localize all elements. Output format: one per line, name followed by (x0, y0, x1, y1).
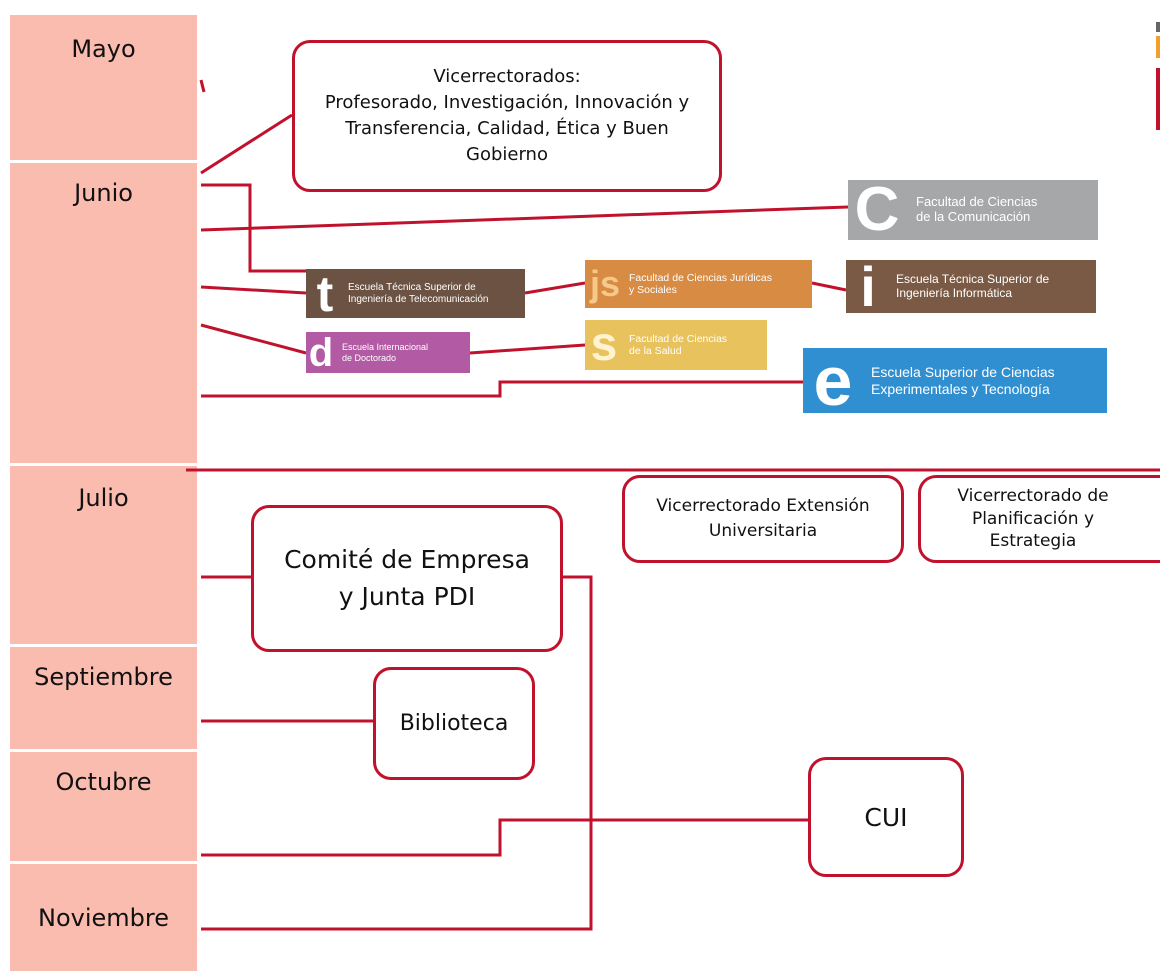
connector-mayo-mark (199, 79, 206, 93)
logo-salud-letter: s (590, 320, 618, 370)
connector-comunicacion (200, 205, 849, 232)
logo-experimentales: e Escuela Superior de Ciencias Experimen… (803, 348, 1107, 413)
connector-cui (201, 818, 808, 857)
month-label-mayo: Mayo (71, 35, 136, 63)
month-block-septiembre: Septiembre (10, 647, 197, 749)
logo-doctorado-text: Escuela Internacional de Doctorado (342, 342, 429, 363)
month-block-noviembre: Noviembre (10, 864, 197, 971)
logo-comunicacion-text: Facultad de Ciencias de la Comunicación (916, 194, 1038, 224)
cui-box: CUI (808, 757, 964, 877)
vicerrectorados-label: Vicerrectorados: Profesorado, Investigac… (324, 65, 690, 166)
connector-experimentales (201, 380, 803, 398)
logo-informatica-letter: i (860, 260, 876, 313)
vicerrectorados-box: Vicerrectorados: Profesorado, Investigac… (292, 40, 722, 192)
month-label-junio: Junio (74, 179, 133, 207)
month-block-junio: Junio (10, 163, 197, 463)
month-label-septiembre: Septiembre (34, 663, 173, 691)
legend-mark-red (1156, 68, 1160, 130)
logo-doctorado: d Escuela Internacional de Doctorado (306, 332, 470, 373)
connector-doctorado-salud (469, 343, 586, 355)
logo-juridicas: js Facultad de Ciencias Jurídicas y Soci… (585, 260, 812, 308)
extension-label: Vicerrectorado Extensión Universitaria (656, 496, 870, 541)
biblioteca-label: Biblioteca (399, 711, 509, 736)
connector-comite-noviembre (201, 575, 593, 931)
biblioteca-box: Biblioteca (373, 667, 535, 780)
legend-mark-orange (1156, 36, 1160, 58)
month-label-julio: Julio (78, 484, 129, 512)
planificacion-label: Vicerrectorado de Planificación y Estrat… (957, 485, 1109, 552)
connector-vicerrectorados (200, 113, 293, 175)
planificacion-box: Vicerrectorado de Planificación y Estrat… (918, 475, 1160, 563)
logo-salud-text: Facultad de Ciencias de la Salud (629, 332, 728, 357)
connector-juridicas-informatica (811, 281, 847, 292)
logo-informatica-text: Escuela Técnica Superior de Ingeniería I… (896, 271, 1050, 300)
legend-mark-gray (1156, 22, 1160, 32)
logo-juridicas-letter: js (589, 263, 621, 304)
connector-teleco-2 (200, 285, 307, 295)
month-label-octubre: Octubre (55, 768, 152, 796)
logo-doctorado-letter: d (308, 332, 334, 373)
connector-doctorado (200, 323, 307, 355)
comite-box: Comité de Empresa y Junta PDI (251, 505, 563, 652)
logo-juridicas-text: Facultad de Ciencias Jurídicas y Sociale… (629, 271, 772, 296)
logo-teleco-letter: t (316, 269, 334, 318)
logo-teleco: t Escuela Técnica Superior de Ingeniería… (306, 269, 525, 318)
cui-label: CUI (864, 802, 908, 832)
logo-comunicacion-letter: C (854, 180, 900, 240)
logo-informatica: i Escuela Técnica Superior de Ingeniería… (846, 260, 1096, 313)
month-label-noviembre: Noviembre (38, 904, 169, 932)
logo-salud: s Facultad de Ciencias de la Salud (585, 320, 767, 370)
logo-comunicacion: C Facultad de Ciencias de la Comunicació… (848, 180, 1098, 240)
month-block-octubre: Octubre (10, 752, 197, 861)
extension-box: Vicerrectorado Extensión Universitaria (622, 475, 904, 563)
month-block-mayo: Mayo (10, 15, 197, 160)
connector-teleco-juridicas (524, 281, 586, 295)
logo-teleco-text: Escuela Técnica Superior de Ingeniería d… (348, 282, 489, 305)
month-block-julio: Julio (10, 466, 197, 644)
comite-label: Comité de Empresa y Junta PDI (284, 545, 530, 611)
logo-experimentales-text: Escuela Superior de Ciencias Experimenta… (871, 364, 1055, 397)
logo-experimentales-letter: e (813, 348, 853, 413)
